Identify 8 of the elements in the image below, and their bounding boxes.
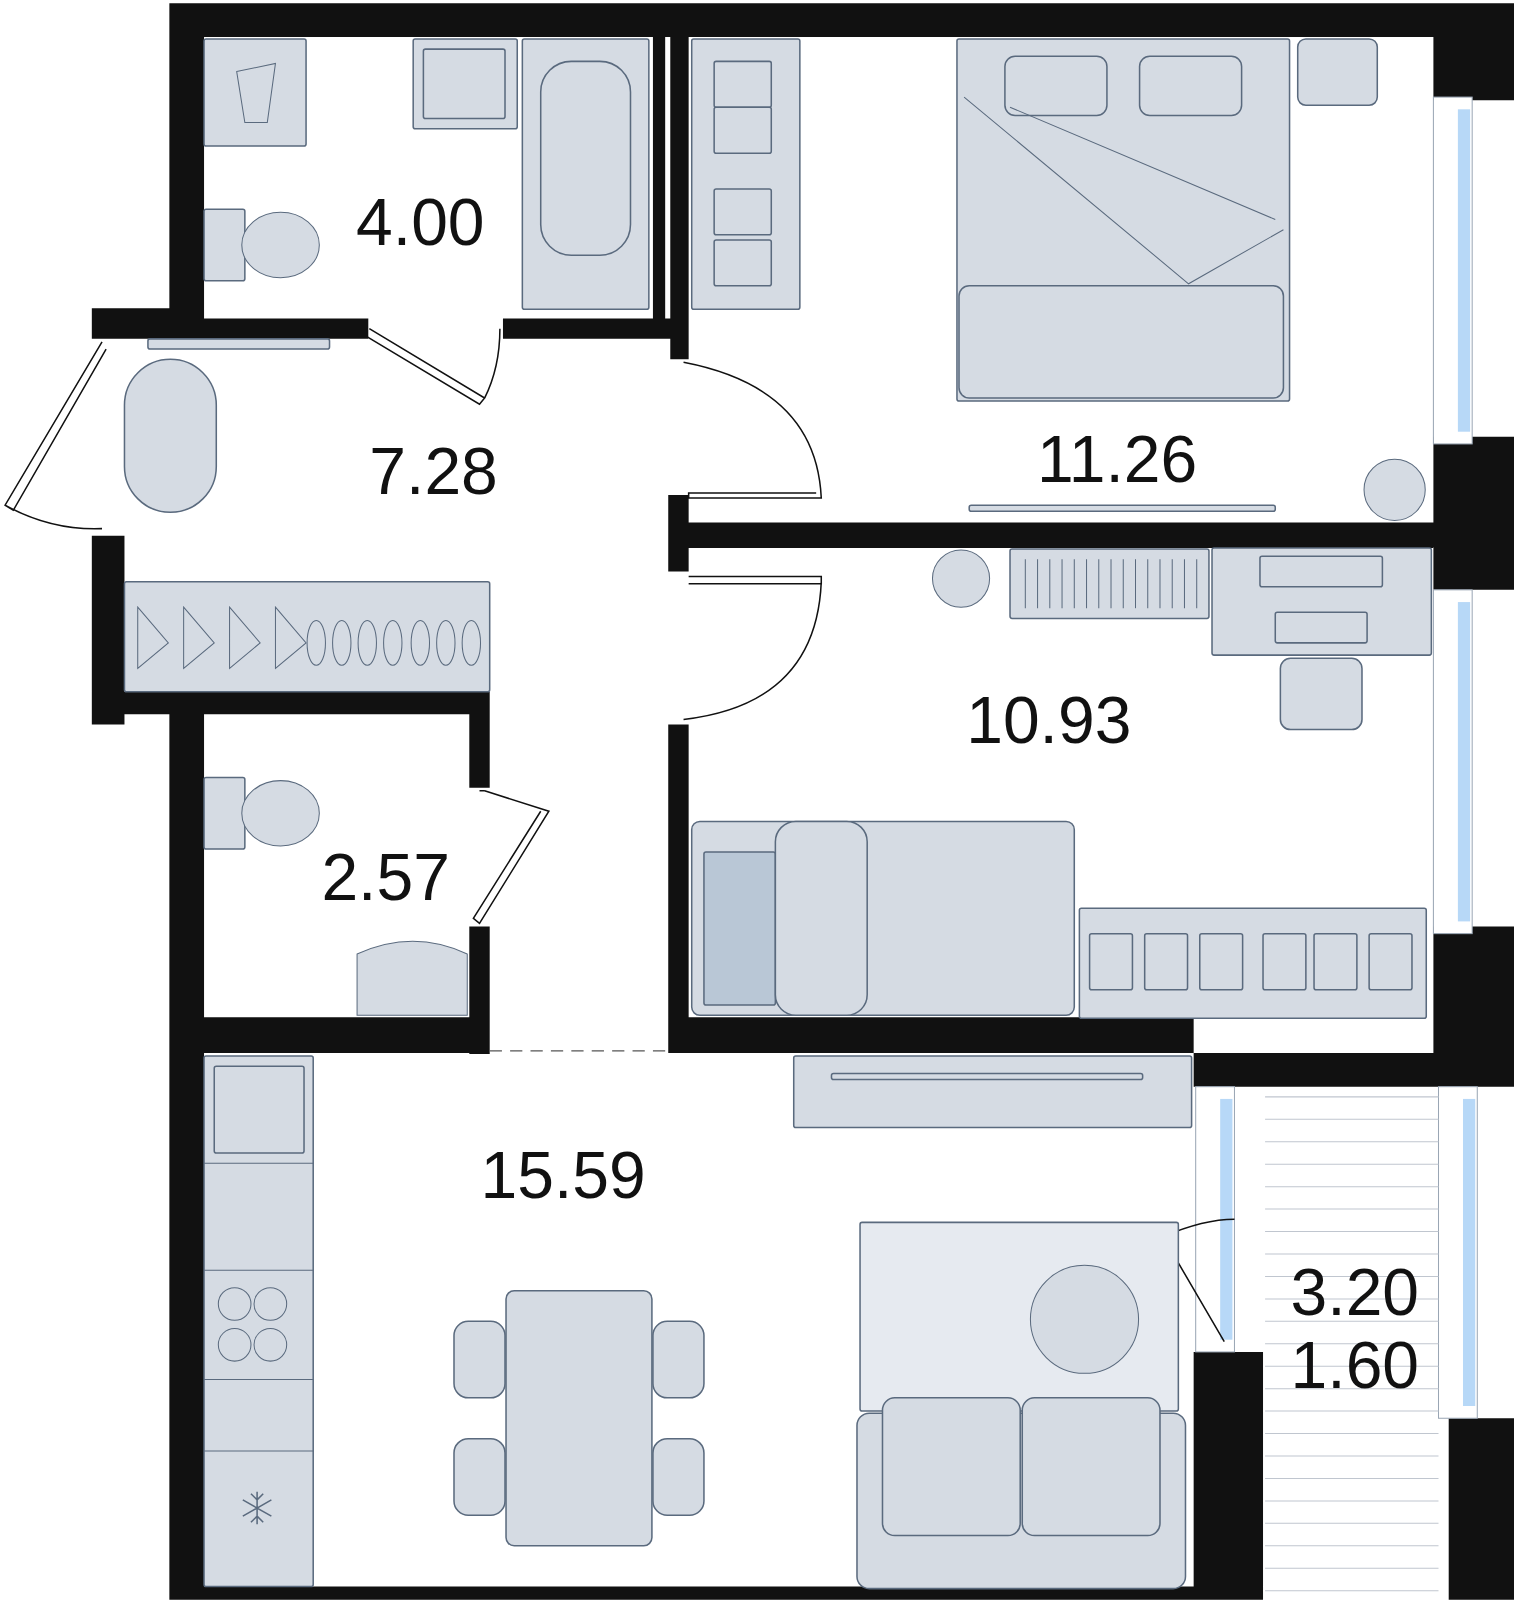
room-area-label: 7.28 (369, 438, 498, 505)
room-area-label: 4.00 (356, 189, 485, 256)
room-area-label: 10.93 (966, 687, 1132, 754)
room-area-label: 15.59 (480, 1142, 646, 1209)
room-area-label: 1.60 (1290, 1332, 1420, 1399)
room-area-label: 11.26 (1037, 426, 1198, 493)
room-area-label: 3.20 (1290, 1258, 1420, 1325)
room-area-label: 2.57 (321, 844, 450, 911)
